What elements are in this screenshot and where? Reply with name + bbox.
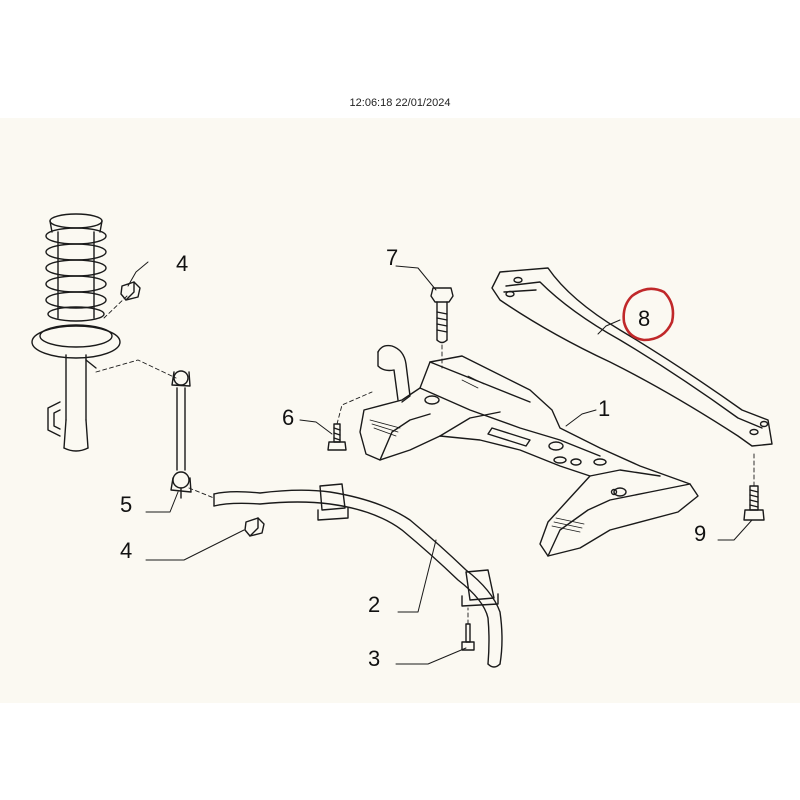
bolt-6 [327,423,347,451]
callout-6: 6 [282,405,294,430]
bush-upper [120,281,141,301]
footer-band [0,703,800,800]
timestamp: 12:06:18 22/01/2024 [349,97,451,109]
drawing-area [0,118,800,703]
leader-lines [127,261,753,665]
callout-7: 7 [386,245,398,270]
shock-absorber-assembly [31,213,121,452]
callout-2: 2 [368,592,380,617]
callout-1: 1 [598,396,610,421]
callout-8: 8 [638,306,650,331]
highlight-circle [622,287,675,342]
header-band: 12:06:18 22/01/2024 [0,0,800,118]
callout-3: 3 [368,646,380,671]
callout-4-lower: 4 [120,538,132,563]
callout-9: 9 [694,521,706,546]
bolt-3 [461,623,475,651]
bush-lower [244,517,265,537]
bolt-9 [743,485,765,521]
callout-5: 5 [120,492,132,517]
stabilizer-link [170,370,192,499]
bolt-7 [430,287,454,344]
crossmember [359,344,699,557]
stabilizer-bar [213,483,503,668]
callout-4-upper: 4 [176,251,188,276]
tie-bar [491,267,773,447]
